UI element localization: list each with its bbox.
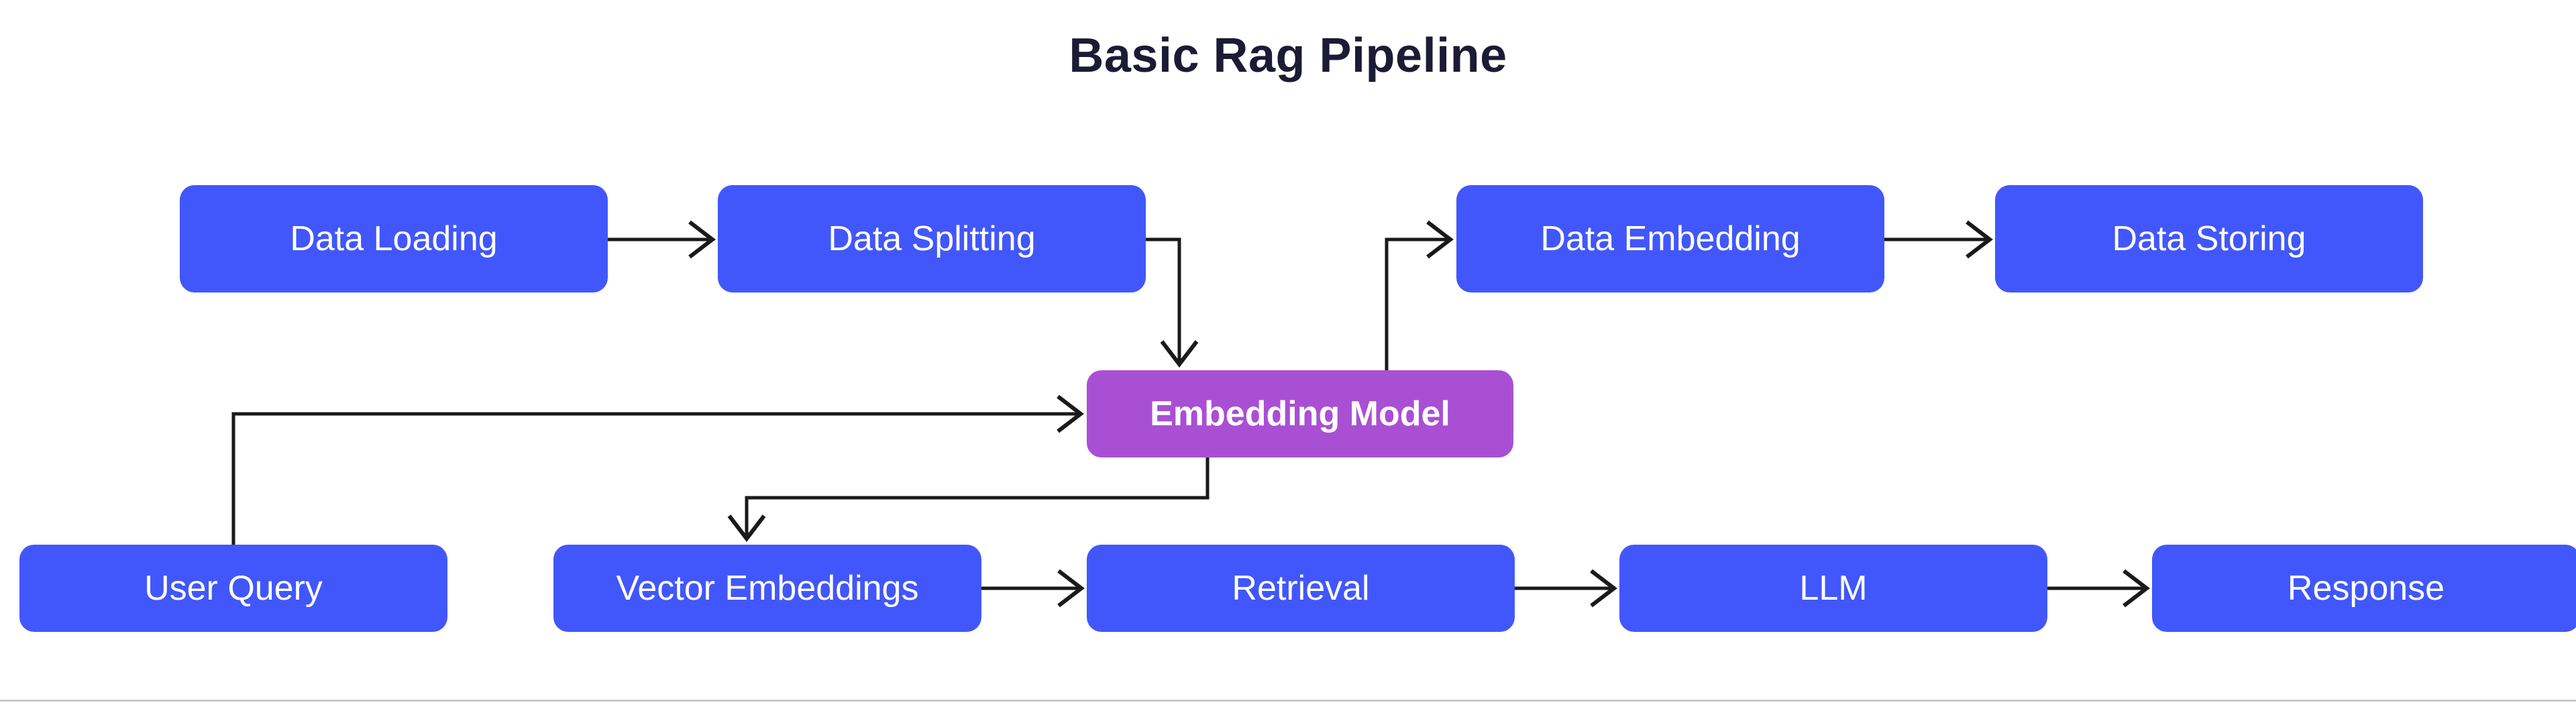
node-embedding_model[interactable]: Embedding Model xyxy=(1087,370,1513,457)
node-label: Retrieval xyxy=(1232,569,1370,608)
edge-data_splitting-to-embedding_model xyxy=(1146,237,1199,368)
node-label: Data Storing xyxy=(2112,219,2306,258)
node-data_splitting[interactable]: Data Splitting xyxy=(718,185,1146,292)
edge-data_loading-to-data_splitting xyxy=(608,220,716,259)
node-label: Data Embedding xyxy=(1540,219,1801,258)
arrowhead-icon xyxy=(727,514,766,542)
arrowhead-icon xyxy=(1160,340,1199,368)
node-label: User Query xyxy=(144,569,323,608)
node-llm[interactable]: LLM xyxy=(1619,545,2047,632)
node-label: LLM xyxy=(1799,569,1868,608)
edge-vector_embeddings-to-retrieval xyxy=(981,569,1085,608)
edge-embedding_model-to-data_embedding xyxy=(1385,220,1454,370)
edge-line xyxy=(745,457,1210,539)
node-data_storing[interactable]: Data Storing xyxy=(1995,185,2423,292)
arrowhead-icon xyxy=(1426,220,1454,259)
node-retrieval[interactable]: Retrieval xyxy=(1087,545,1515,632)
node-response[interactable]: Response xyxy=(2152,545,2576,632)
node-data_embedding[interactable]: Data Embedding xyxy=(1456,185,1884,292)
node-user_query[interactable]: User Query xyxy=(19,545,447,632)
node-label: Data Splitting xyxy=(828,219,1036,258)
edge-llm-to-response xyxy=(2047,569,2150,608)
edge-line xyxy=(231,412,1081,545)
node-label: Response xyxy=(2287,569,2445,608)
edge-user_query-to-embedding_model xyxy=(231,394,1084,545)
edge-line xyxy=(1146,237,1181,364)
edge-line xyxy=(1385,237,1450,370)
node-label: Data Loading xyxy=(290,219,498,258)
node-vector_embeddings[interactable]: Vector Embeddings xyxy=(553,545,981,632)
arrowhead-icon xyxy=(1966,220,1993,259)
arrowhead-icon xyxy=(2123,569,2150,608)
page-title: Basic Rag Pipeline xyxy=(1069,29,1507,83)
arrowhead-icon xyxy=(688,220,716,259)
edge-data_embedding-to-data_storing xyxy=(1884,220,1993,259)
arrowhead-icon xyxy=(1057,569,1085,608)
arrowhead-icon xyxy=(1057,394,1084,433)
edge-retrieval-to-llm xyxy=(1515,569,1617,608)
node-label: Embedding Model xyxy=(1150,394,1450,433)
edge-embedding_model-to-vector_embeddings xyxy=(727,457,1210,542)
footer-divider xyxy=(0,700,2576,702)
node-data_loading[interactable]: Data Loading xyxy=(180,185,608,292)
node-label: Vector Embeddings xyxy=(616,569,919,608)
arrowhead-icon xyxy=(1590,569,1617,608)
